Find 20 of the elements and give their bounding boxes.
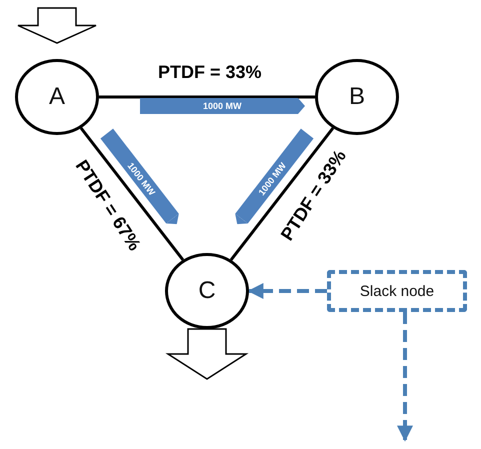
- circle-node: [315, 59, 399, 135]
- node-label: B: [348, 83, 365, 111]
- line: [230, 127, 334, 261]
- flow-arrow: [140, 98, 305, 114]
- line: [80, 127, 184, 261]
- node-label: A: [48, 83, 65, 111]
- flow-arrow: [235, 128, 314, 224]
- flow-arrow: [100, 128, 179, 224]
- line: [99, 96, 315, 98]
- edge-label: PTDF = 33%: [158, 62, 262, 82]
- dashed-arrow: [397, 312, 413, 442]
- circle-node: [15, 59, 99, 135]
- node-label: C: [198, 277, 216, 305]
- flow-label: 1000 MW: [203, 101, 242, 111]
- block-arrow: [165, 328, 249, 380]
- circle-node: [165, 253, 249, 329]
- block-arrow: [17, 7, 97, 44]
- dashed-box: [327, 270, 467, 312]
- dashed-arrow: [247, 283, 327, 299]
- node-label: Slack node: [360, 282, 434, 300]
